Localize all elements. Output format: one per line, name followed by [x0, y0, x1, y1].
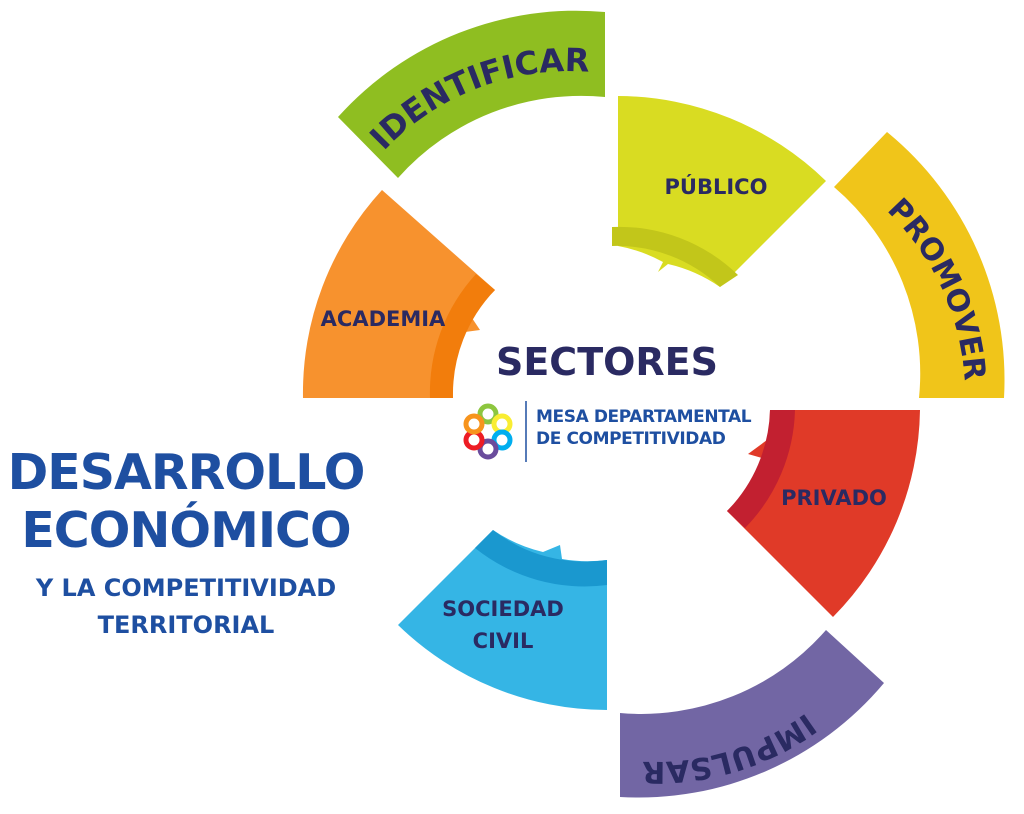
center-label: SECTORES: [496, 340, 718, 384]
sector-academia-label: ACADEMIA: [321, 307, 446, 331]
sector-sociedad-civil: SOCIEDAD CIVIL: [398, 530, 607, 710]
sector-sociedad-label: SOCIEDAD: [442, 597, 564, 621]
title-line-3: Y LA COMPETITIVIDAD: [35, 574, 337, 602]
logo-text: MESA DEPARTAMENTAL DE COMPETITIVIDAD: [536, 406, 752, 450]
title-line-2: ECONÓMICO: [21, 502, 351, 559]
mesa-logo-icon: [463, 403, 513, 460]
logo-line2: DE COMPETITIVIDAD: [536, 429, 726, 449]
logo-ring-6: [463, 413, 485, 435]
sector-sociedad-shadow: [475, 530, 607, 587]
logo-ring-4: [477, 438, 499, 460]
impulsar-band: [620, 630, 884, 798]
sector-publico-label: PÚBLICO: [665, 174, 768, 199]
mesa-logo: MESA DEPARTAMENTAL DE COMPETITIVIDAD: [466, 400, 756, 460]
sector-privado-label: PRIVADO: [781, 486, 887, 510]
logo-line1: MESA DEPARTAMENTAL: [536, 407, 752, 427]
promover-band: [834, 132, 1005, 398]
title-line-4: TERRITORIAL: [97, 611, 275, 639]
sector-publico-shadow: [612, 226, 738, 287]
logo-ring-1: [477, 403, 499, 425]
action-identificar: IDENTIFICAR: [338, 10, 605, 179]
sector-civil-label: CIVIL: [473, 629, 534, 653]
identificar-band: [338, 10, 605, 179]
logo-ring-3: [491, 429, 513, 451]
title-line-1: DESARROLLO: [7, 444, 366, 501]
sector-academia: ACADEMIA: [302, 190, 495, 398]
action-impulsar: IMPULSAR: [620, 630, 884, 798]
action-promover: PROMOVER: [834, 132, 1005, 398]
sector-privado: PRIVADO: [727, 410, 920, 617]
sector-publico: PÚBLICO: [612, 96, 826, 287]
sector-academia-shadow: [429, 274, 495, 398]
sector-privado-shadow: [727, 410, 795, 528]
